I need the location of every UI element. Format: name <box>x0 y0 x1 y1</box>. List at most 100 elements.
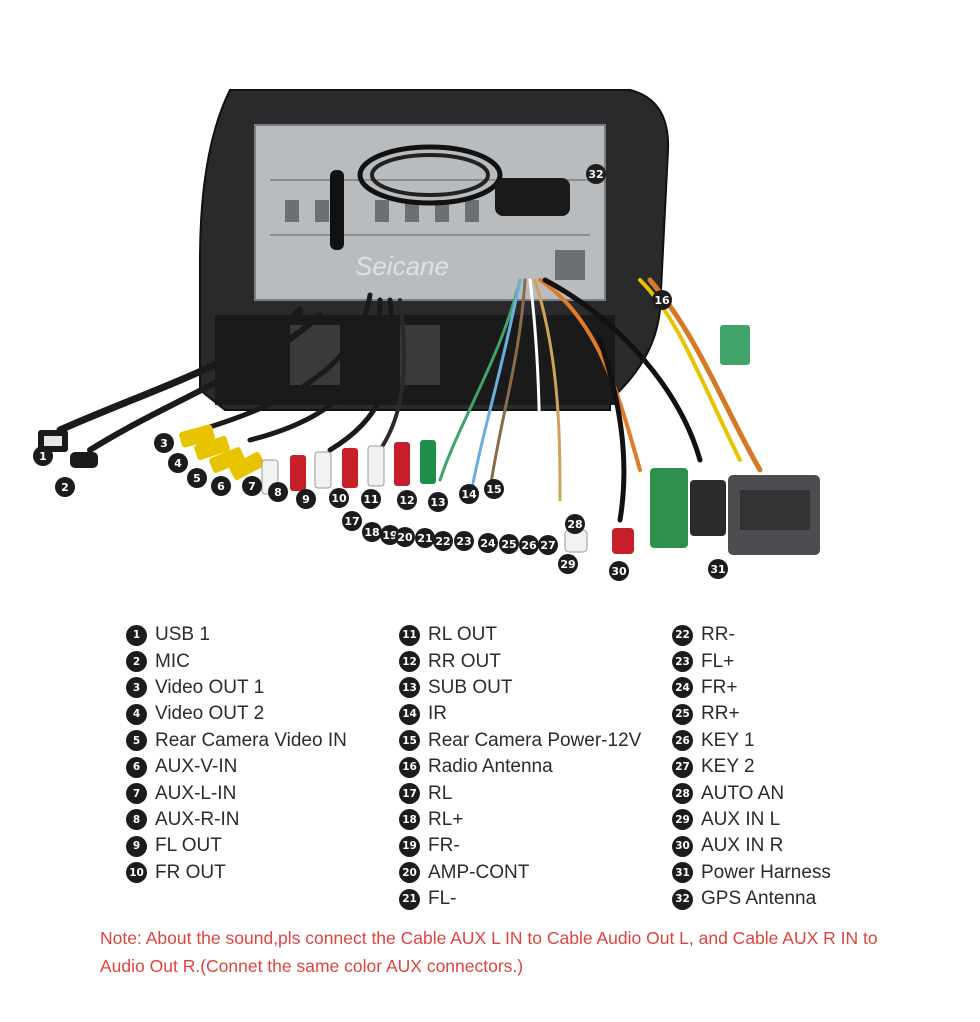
legend-label: FR- <box>428 835 460 857</box>
photo-number-badge: 8 <box>268 482 288 502</box>
photo-badge-number: 8 <box>274 486 282 499</box>
legend-label: RR+ <box>701 703 740 725</box>
legend-item: 26 KEY 1 <box>672 728 831 754</box>
legend-number-badge: 14 <box>399 703 420 725</box>
legend-label: Video OUT 2 <box>155 703 265 725</box>
photo-badge-number: 22 <box>435 535 450 548</box>
photo-number-badge: 24 <box>478 533 498 553</box>
watermark: Seicane <box>355 251 449 281</box>
legend-number-badge: 2 <box>126 651 147 673</box>
photo-badge-number: 6 <box>217 480 225 493</box>
photo-number-badge: 19 <box>380 525 400 545</box>
photo-number-badge: 23 <box>454 531 474 551</box>
photo-badge-number: 20 <box>397 531 413 544</box>
legend-number-badge: 25 <box>672 703 693 725</box>
rca-red-white-group <box>261 440 436 495</box>
aux-in-red <box>612 528 634 554</box>
photo-number-badge: 25 <box>499 534 519 554</box>
photo-number-badge: 21 <box>415 528 435 548</box>
photo-number-badge: 29 <box>558 554 578 574</box>
legend-item: 25 RR+ <box>672 701 831 727</box>
legend-number-badge: 24 <box>672 677 693 699</box>
legend-label: AMP-CONT <box>428 861 530 883</box>
photo-badge-number: 30 <box>611 565 627 578</box>
legend-number-badge: 16 <box>399 756 420 778</box>
photo-number-badge: 31 <box>708 559 728 579</box>
photo-number-badge: 30 <box>609 561 629 581</box>
legend-number-badge: 8 <box>126 809 147 831</box>
legend-number-badge: 20 <box>399 862 420 884</box>
legend-label: FR OUT <box>155 861 226 883</box>
legend-number-badge: 12 <box>399 651 420 673</box>
legend-number-badge: 11 <box>399 624 420 646</box>
legend-label: AUX-V-IN <box>155 756 238 778</box>
legend-number-badge: 21 <box>399 888 420 910</box>
photo-number-badge: 26 <box>519 535 539 555</box>
legend-number-badge: 4 <box>126 703 147 725</box>
gps-cable-coil <box>357 144 503 206</box>
photo-number-badge: 10 <box>329 488 349 508</box>
legend-number-badge: 7 <box>126 783 147 805</box>
photo-badge-number: 23 <box>456 535 471 548</box>
photo-number-badge: 17 <box>342 511 362 531</box>
legend-number-badge: 22 <box>672 624 693 646</box>
photo-number-badge: 13 <box>428 492 448 512</box>
legend-number-badge: 26 <box>672 730 693 752</box>
photo-badge-number: 17 <box>344 515 359 528</box>
photo-badge-number: 28 <box>567 518 582 531</box>
rca-yellow-group <box>179 424 265 480</box>
legend-label: USB 1 <box>155 624 210 646</box>
legend-label: KEY 1 <box>701 729 755 751</box>
legend-number-badge: 32 <box>672 888 693 910</box>
photo-badge-number: 10 <box>331 492 347 505</box>
photo-number-badge: 15 <box>484 479 504 499</box>
legend-label: RR- <box>701 624 735 646</box>
legend-label: Rear Camera Power-12V <box>428 729 642 751</box>
photo-number-badge: 6 <box>211 476 231 496</box>
legend-number-badge: 5 <box>126 730 147 752</box>
legend-item: 22 RR- <box>672 622 831 648</box>
photo-badge-number: 2 <box>61 481 69 494</box>
legend-number-badge: 1 <box>126 624 147 646</box>
legend-label: Power Harness <box>701 861 831 883</box>
harness-plug-green <box>650 468 688 548</box>
legend-number-badge: 29 <box>672 809 693 831</box>
photo-badge-number: 19 <box>382 529 397 542</box>
legend-label: Video OUT 1 <box>155 676 265 698</box>
photo-number-badge: 4 <box>168 453 188 473</box>
photo-number-badge: 22 <box>433 531 453 551</box>
legend-number-badge: 15 <box>399 730 420 752</box>
legend-number-badge: 28 <box>672 783 693 805</box>
photo-number-badge: 27 <box>538 535 558 555</box>
photo-number-badge: 12 <box>397 490 417 510</box>
photo-badge-number: 31 <box>710 563 725 576</box>
legend-number-badge: 6 <box>126 756 147 778</box>
photo-number-badge: 16 <box>652 290 672 310</box>
legend-number-badge: 19 <box>399 835 420 857</box>
legend-item: 19 FR- <box>399 833 641 859</box>
photo-badge-number: 27 <box>540 539 555 552</box>
legend-number-badge: 3 <box>126 677 147 699</box>
legend-item: 3 Video OUT 1 <box>126 675 347 701</box>
photo-number-badge: 14 <box>459 484 479 504</box>
photo-badge-number: 21 <box>417 532 432 545</box>
photo-number-badge: 7 <box>242 476 262 496</box>
legend-label: KEY 2 <box>701 756 755 778</box>
gps-antenna-block <box>495 178 570 216</box>
photo-badge-number: 18 <box>364 526 379 539</box>
photo-number-badge: 28 <box>565 514 585 534</box>
